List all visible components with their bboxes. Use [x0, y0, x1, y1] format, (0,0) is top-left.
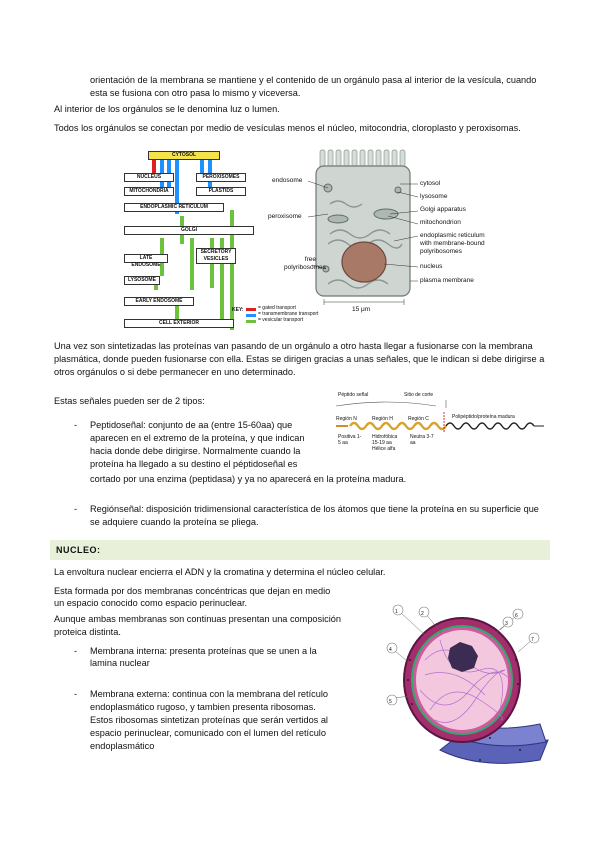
label-golgi: Golgi apparatus — [420, 206, 466, 213]
cell-diagram: endosome peroxisome free polyribosomes c… — [268, 144, 498, 336]
region-c-desc: Neutra 3-7 aa — [410, 434, 434, 446]
nucleus-diagram: 1 2 3 4 5 6 7 — [380, 600, 550, 775]
bullet-outer-line-3: Estos ribosomas sintetizan proteínas que… — [90, 715, 328, 725]
label-cytosol: cytosol — [420, 180, 441, 187]
cut-site-label: Sitio de corte — [404, 392, 434, 398]
label-peroxisome: peroxisome — [268, 213, 302, 220]
label-mitochondrion: mitochondrion — [420, 219, 461, 226]
key-transmembrane: = transmembrane transport — [258, 311, 319, 317]
bullet-peptide-line-3: hacia donde debe dirigirse. Normalmente … — [90, 446, 301, 456]
late-endosome-box: LATE ENDOSOME — [124, 254, 168, 268]
paragraph-composition-1: Aunque ambas membranas son continuas pre… — [54, 614, 342, 624]
bullet-dash-2: - — [74, 504, 78, 514]
bullet-outer-line-5: endoplasmático — [90, 741, 155, 751]
region-h-desc: Hidrofóbica 15-19 aa Hélice alfa — [372, 434, 398, 452]
callout-7: 7 — [531, 637, 534, 643]
region-n-desc: Positiva 1-5 aa — [338, 434, 362, 446]
paragraph-composition-2: proteica distinta. — [54, 627, 121, 637]
callout-5: 5 — [389, 699, 392, 705]
label-er: endoplasmic reticulum with membrane-boun… — [420, 232, 485, 255]
paragraph-signals: Una vez son sintetizadas las proteínas v… — [54, 341, 545, 377]
nucleus-illustration — [386, 604, 549, 764]
label-lysosome: lysosome — [420, 193, 448, 200]
bullet-dash-1: - — [74, 420, 78, 430]
peroxisomes-box: PEROXISOMES — [196, 173, 246, 182]
plastids-box: PLASTIDS — [196, 187, 246, 196]
peptide-figure: Péptido señal Sitio de corte Polipéptido… — [334, 392, 546, 458]
label-free-polyribosomes: free polyribosomes — [284, 256, 326, 271]
bullet-outer-line-2: endoplasmático rugoso, y tambien present… — [90, 702, 316, 712]
bullet-outer-line-1: Membrana externa: continua con la membra… — [90, 689, 328, 699]
mature-protein-label: Polipéptido/proteína madura — [452, 414, 515, 420]
bullet-peptide-line-1: Peptidoseñal: conjunto de aa (entre 15-6… — [90, 420, 293, 430]
paragraph-continuation: orientación de la membrana se mantiene y… — [90, 75, 537, 98]
golgi-box: GOLGI — [124, 226, 254, 235]
key-gated: = gated transport — [258, 305, 296, 311]
callout-6: 6 — [515, 613, 518, 619]
paragraph-nuclear-envelope: La envoltura nuclear encierra el ADN y l… — [54, 567, 386, 577]
label-plasma-membrane: plasma membrane — [420, 277, 474, 284]
transport-diagram: CYTOSOL NUCLEUS PEROXISOMES MITOCHONDRIA… — [120, 150, 360, 335]
bullet-dash-3: - — [74, 646, 78, 656]
early-endosome-box: EARLY ENDOSOME — [124, 297, 194, 306]
mitochondria-box: MITOCHONDRIA — [124, 187, 174, 196]
paragraph-two-membranes-2: un espacio conocido como espacio perinuc… — [54, 598, 248, 608]
label-nucleus: nucleus — [420, 263, 443, 270]
key-label: KEY: — [232, 307, 244, 313]
callout-2: 2 — [421, 611, 424, 617]
paragraph-two-membranes-1: Esta formada por dos membranas concéntri… — [54, 586, 331, 596]
lysosome-box: LYSOSOME — [124, 276, 160, 285]
callout-3: 3 — [505, 621, 508, 627]
label-scale: 15 μm — [352, 306, 371, 313]
bullet-dash-4: - — [74, 689, 78, 699]
er-box: ENDOPLASMIC RETICULUM — [124, 203, 224, 212]
section-title: NUCLEO: — [56, 545, 101, 555]
section-nucleo: NUCLEO: — [50, 540, 550, 560]
cell-illustration — [307, 149, 419, 305]
bullet-inner-line-2: lamina nuclear — [90, 658, 150, 668]
cytosol-box: CYTOSOL — [148, 151, 220, 160]
bullet-peptide-line-5: cortado por una enzima (peptidasa) y ya … — [90, 474, 407, 484]
bullet-region-line-1: Regiónseñal: disposición tridimensional … — [90, 504, 539, 514]
secretory-vesicles-box: SECRETORY VESICLES — [196, 248, 236, 264]
callout-4: 4 — [389, 647, 392, 653]
paragraph-lumen: Al interior de los orgánulos se le denom… — [54, 104, 280, 114]
paragraph-two-types: Estas señales pueden ser de 2 tipos: — [54, 396, 205, 406]
bullet-outer-line-4: espacio perinuclear, comunicado con el l… — [90, 728, 326, 738]
paragraph-vesicles: Todos los orgánulos se conectan por medi… — [54, 123, 521, 133]
key-vesicular: = vesicular transport — [258, 317, 304, 323]
region-h-label: Región H — [372, 416, 393, 422]
bullet-region-line-2: se adquiere cuando la proteína se pliega… — [90, 517, 259, 527]
nucleus-box: NUCLEUS — [124, 173, 174, 182]
region-c-label: Región C — [408, 416, 429, 422]
cell-exterior-box: CELL EXTERIOR — [124, 319, 234, 328]
bullet-peptide-line-2: aparecen en el extremo de la proteína, y… — [90, 433, 305, 443]
peptide-helix — [335, 400, 544, 432]
bullet-inner-line-1: Membrana interna: presenta proteínas que… — [90, 646, 317, 656]
label-endosome: endosome — [272, 177, 303, 184]
region-n-label: Región N — [336, 416, 357, 422]
callout-1: 1 — [395, 609, 398, 615]
bullet-peptide-line-4: proteína ha llegado a su destino el pépt… — [90, 459, 298, 469]
peptide-signal-label: Péptido señal — [338, 392, 369, 398]
